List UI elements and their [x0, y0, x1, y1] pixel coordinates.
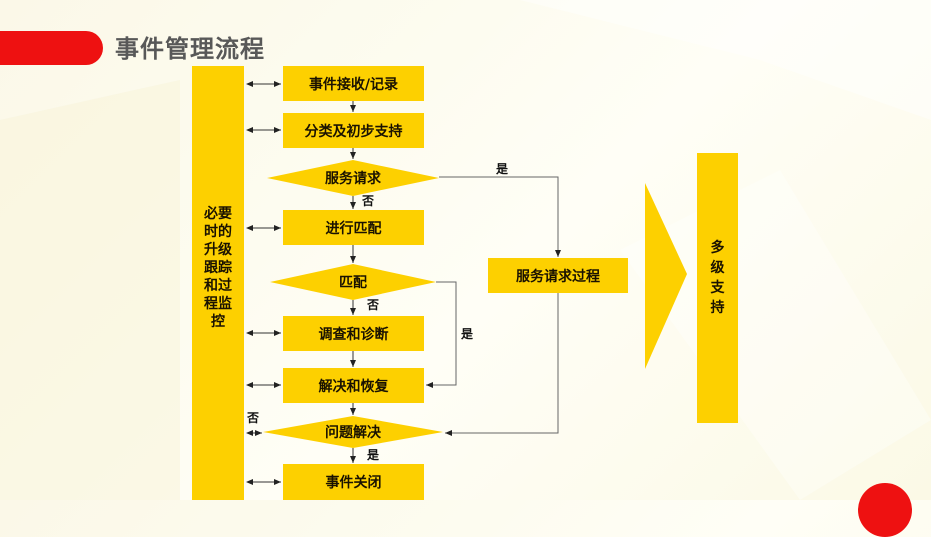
step-incident-close-label: 事件关闭: [325, 475, 382, 491]
escalation-monitoring-label: 必要时的升级跟踪和过程监控: [204, 206, 232, 330]
decision-service-request: 服务请求: [267, 160, 439, 196]
edge-label-service-request-yes: 是: [496, 162, 509, 176]
step-matching-label: 进行匹配: [325, 220, 382, 237]
edge-label-problem-no: 否: [247, 411, 260, 425]
page-title: 事件管理流程: [115, 35, 265, 63]
step-investigate-diagnose-label: 调查和诊断: [318, 326, 389, 343]
step-resolve-recover-label: 解决和恢复: [318, 378, 389, 395]
edge-label-service-request-no: 否: [362, 194, 375, 208]
escalation-monitoring-panel: 必要时的升级跟踪和过程监控: [192, 66, 244, 500]
step-classify-support: 分类及初步支持: [283, 113, 424, 148]
step-incident-close: 事件关闭: [283, 464, 424, 500]
edge-label-problem-yes: 是: [367, 448, 380, 462]
step-classify-support-label: 分类及初步支持: [304, 123, 403, 140]
step-receive-record: 事件接收/记录: [283, 66, 424, 101]
step-investigate-diagnose: 调查和诊断: [283, 316, 424, 351]
decision-match-label: 匹配: [339, 275, 367, 291]
step-resolve-recover: 解决和恢复: [283, 368, 424, 403]
page-badge-circle: [858, 483, 912, 537]
step-service-request-process-label: 服务请求过程: [516, 268, 600, 285]
multi-level-support-label: 多级支持: [710, 240, 725, 316]
title-accent-bar: [0, 31, 103, 65]
decision-problem-resolved: 问题解决: [263, 416, 443, 448]
step-receive-record-label: 事件接收/记录: [308, 76, 399, 93]
step-matching: 进行匹配: [283, 210, 424, 245]
flow-connectors: [246, 81, 561, 485]
decision-match: 匹配: [270, 264, 436, 300]
multi-level-support-panel: 多级支持: [697, 153, 738, 423]
decision-problem-resolved-label: 问题解决: [325, 425, 381, 441]
step-service-request-process: 服务请求过程: [488, 258, 628, 293]
edge-label-match-no: 否: [367, 298, 380, 312]
decision-service-request-label: 服务请求: [325, 171, 381, 187]
edge-label-match-yes: 是: [461, 327, 474, 341]
